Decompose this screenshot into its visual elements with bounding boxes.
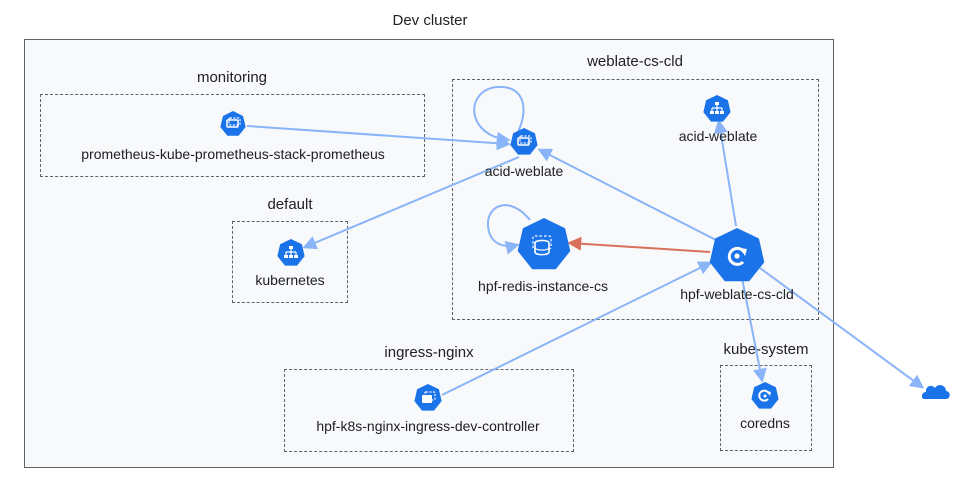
node-label-coredns: coredns xyxy=(740,415,790,431)
namespace-label-weblate: weblate-cs-cld xyxy=(587,53,683,70)
namespace-label-monitoring: monitoring xyxy=(196,69,268,86)
statefulset-icon[interactable] xyxy=(510,128,538,155)
statefulset-icon[interactable] xyxy=(220,111,246,136)
service-icon[interactable] xyxy=(703,95,731,122)
deployment-icon[interactable] xyxy=(414,384,442,411)
node-label-kubernetes: kubernetes xyxy=(255,272,325,288)
node-label-acid-weblate-service: acid-weblate xyxy=(678,128,758,144)
deployment-icon[interactable] xyxy=(709,228,765,282)
service-icon[interactable] xyxy=(277,239,305,266)
node-label-prometheus: prometheus-kube-prometheus-stack-prometh… xyxy=(81,146,385,162)
node-label-redis: hpf-redis-instance-cs xyxy=(478,278,608,294)
node-label-nginx: hpf-k8s-nginx-ingress-dev-controller xyxy=(316,418,540,434)
cloud-icon[interactable] xyxy=(921,385,950,399)
database-icon[interactable] xyxy=(517,218,571,270)
cluster-title: Dev cluster xyxy=(392,12,468,29)
namespace-label-default: default xyxy=(267,196,313,213)
node-label-hpf-weblate: hpf-weblate-cs-cld xyxy=(680,286,794,302)
deployment-icon[interactable] xyxy=(751,382,779,409)
node-label-acid-weblate-statefulset: acid-weblate xyxy=(484,163,564,179)
